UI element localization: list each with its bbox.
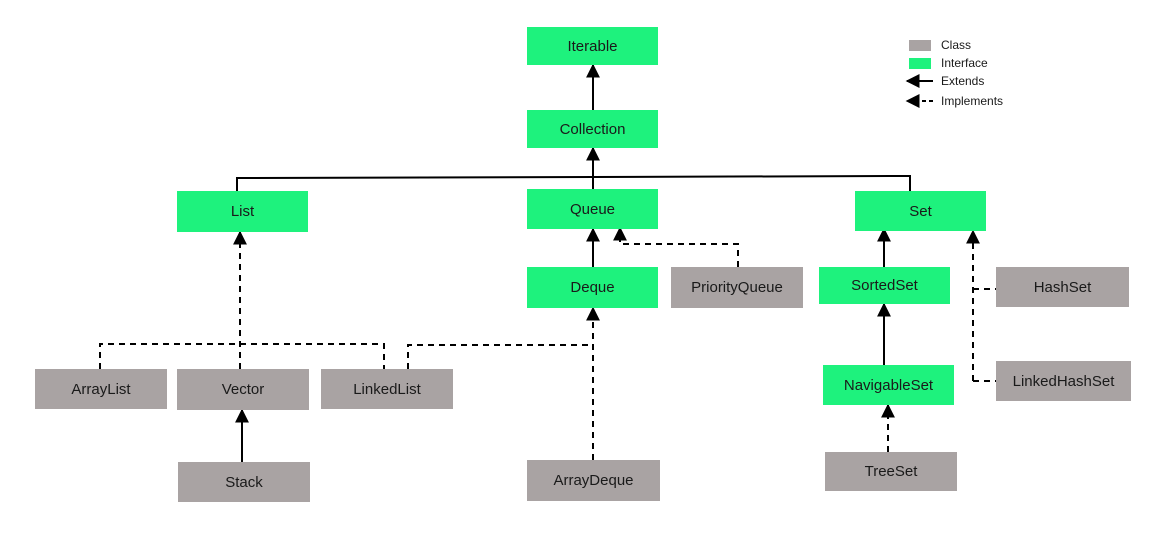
node-navigableset: NavigableSet	[823, 365, 954, 405]
node-sortedset: SortedSet	[819, 267, 950, 304]
node-arraylist: ArrayList	[35, 369, 167, 409]
node-iterable: Iterable	[527, 27, 658, 65]
node-deque: Deque	[527, 267, 658, 308]
legend-interface-label: Interface	[941, 56, 988, 70]
implements-edges	[99, 226, 996, 460]
legend-class-swatch	[909, 40, 931, 51]
extends-edges	[235, 63, 911, 462]
edge-priorityqueue-queue	[613, 226, 739, 267]
legend-extends-label: Extends	[941, 74, 985, 88]
legend-interface-swatch	[909, 58, 931, 69]
legend-class-label: Class	[941, 38, 972, 52]
node-collection: Collection	[527, 110, 658, 148]
node-arraydeque: ArrayDeque	[527, 460, 660, 501]
node-linkedhashset: LinkedHashSet	[996, 361, 1131, 401]
edge-linkedlist-deque	[407, 344, 593, 369]
legend-implements-label: Implements	[941, 94, 1004, 108]
node-list: List	[177, 191, 308, 232]
node-hashset: HashSet	[996, 267, 1129, 307]
node-linkedlist: LinkedList	[321, 369, 453, 409]
node-vector: Vector	[177, 369, 309, 410]
node-priorityqueue: PriorityQueue	[671, 267, 803, 308]
node-set: Set	[855, 191, 986, 231]
node-stack: Stack	[178, 462, 310, 502]
node-queue: Queue	[527, 189, 658, 229]
node-treeset: TreeSet	[825, 452, 957, 491]
edge-list-implementors	[99, 343, 385, 369]
edge-list-queue-set-collection	[236, 174, 911, 191]
